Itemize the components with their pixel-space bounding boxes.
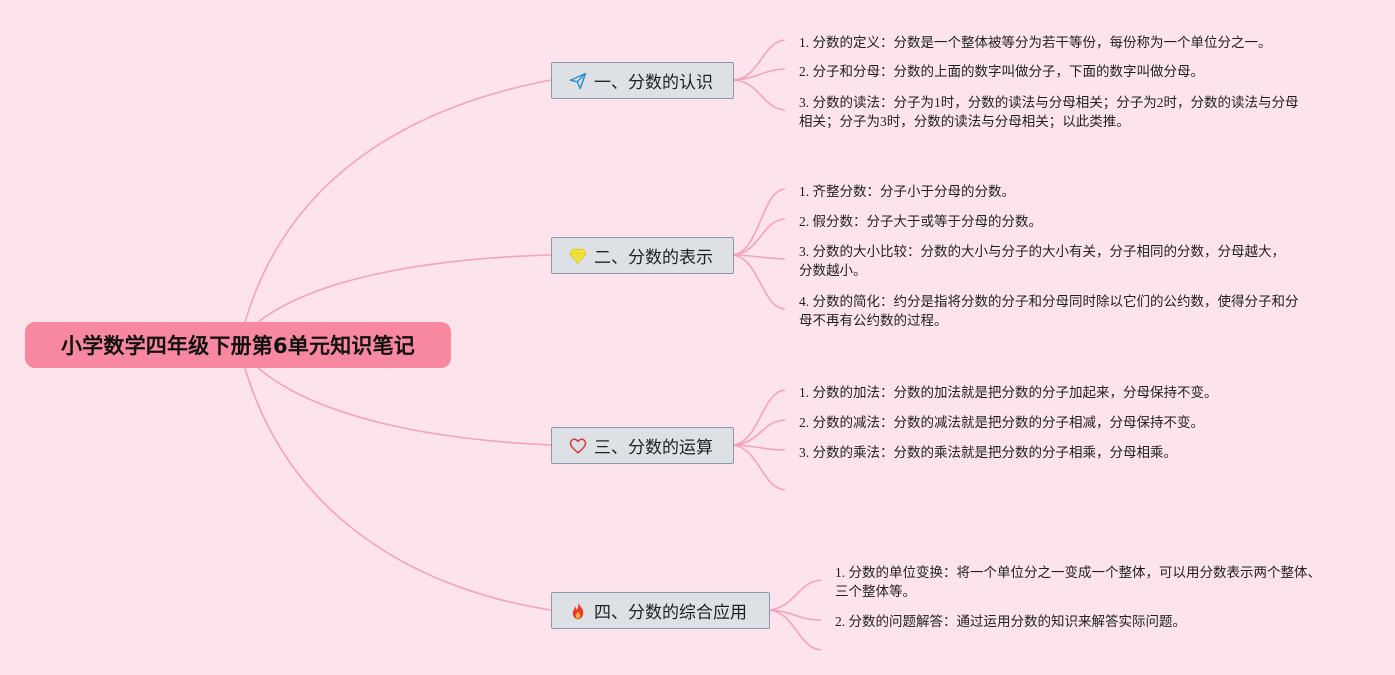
root-topic[interactable]: 小学数学四年级下册第6单元知识笔记: [25, 322, 451, 368]
leaf-connector: [769, 579, 822, 611]
root-connector: [257, 367, 552, 446]
leaf-item[interactable]: 1. 齐整分数：分子小于分母的分数。: [799, 184, 1015, 199]
leaf-item[interactable]: 1. 分数的加法：分数的加法就是把分数的分子加起来，分母保持不变。: [799, 385, 1218, 400]
leaf-item[interactable]: 3. 分数的大小比较：分数的大小与分子的大小有关，分子相同的分数，分母越大，分数…: [799, 244, 1285, 278]
leaf-item[interactable]: 3. 分数的乘法：分数的乘法就是把分数的分子相乘，分母相乘。: [799, 445, 1177, 460]
branch-label: 四、分数的综合应用: [594, 603, 747, 623]
leaf-item[interactable]: 4. 分数的简化：约分是指将分数的分子和分母同时除以它们的公约数，使得分子和分母…: [799, 294, 1299, 328]
leaf-connector: [733, 254, 786, 260]
leaf-connector: [733, 419, 786, 446]
leaf-item[interactable]: 1. 分数的定义：分数是一个整体被等分为若干等份，每份称为一个单位分之一。: [799, 35, 1272, 50]
leaf-connector: [769, 609, 822, 651]
branch-label: 二、分数的表示: [594, 248, 713, 268]
leaf-item[interactable]: 2. 分子和分母：分数的上面的数字叫做分子，下面的数字叫做分母。: [799, 64, 1204, 79]
branch-label: 一、分数的认识: [594, 73, 713, 93]
branch-topic-recognition[interactable]: 一、分数的认识: [551, 62, 734, 99]
root-connector: [244, 367, 552, 611]
leaf-connector: [733, 444, 786, 491]
leaf-connector: [733, 254, 786, 310]
leaf-connector: [733, 218, 786, 256]
leaf-connector: [733, 444, 786, 451]
leaf-item[interactable]: 2. 假分数：分子大于或等于分母的分数。: [799, 214, 1042, 229]
leaf-item[interactable]: 2. 分数的问题解答：通过运用分数的知识来解答实际问题。: [835, 614, 1186, 629]
heart-icon: [568, 436, 588, 456]
leaf-connector: [769, 609, 822, 621]
leaf-connector: [733, 188, 786, 256]
root-connector: [244, 79, 552, 323]
leaf-connector: [733, 79, 786, 111]
branch-label: 三、分数的运算: [594, 438, 713, 458]
paper-plane-icon: [568, 71, 588, 91]
leaf-item[interactable]: 3. 分数的读法：分子为1时，分数的读法与分母相关；分子为2时，分数的读法与分母…: [799, 95, 1299, 129]
branch-topic-representation[interactable]: 二、分数的表示: [551, 237, 734, 274]
root-connector: [257, 254, 552, 323]
gem-icon: [568, 246, 588, 266]
leaf-connector: [733, 389, 786, 446]
branch-topic-application[interactable]: 四、分数的综合应用: [551, 592, 770, 629]
leaf-connector: [733, 68, 786, 81]
fire-icon: [568, 601, 588, 621]
branch-topic-operations[interactable]: 三、分数的运算: [551, 427, 734, 464]
leaf-item[interactable]: 1. 分数的单位变换：将一个单位分之一变成一个整体，可以用分数表示两个整体、三个…: [835, 565, 1321, 599]
leaf-item[interactable]: 2. 分数的减法：分数的减法就是把分数的分子相减，分母保持不变。: [799, 415, 1204, 430]
